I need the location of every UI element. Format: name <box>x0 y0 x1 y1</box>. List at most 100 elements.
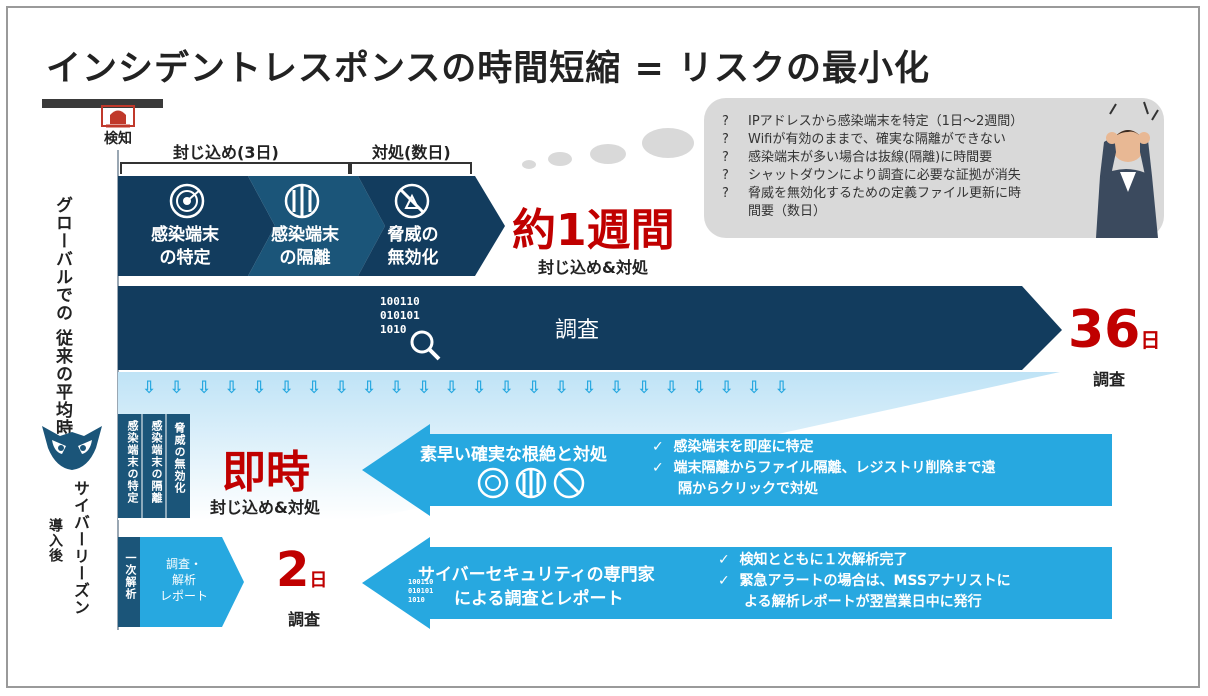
cr-step-neutralize: 脅威の無効化 <box>171 422 187 494</box>
down-arrow-icon: ⇩ <box>747 378 761 398</box>
binary-row-1: 100110 <box>408 578 433 587</box>
cr-step-identify: 感染端末の特定 <box>124 420 140 504</box>
expert-heading-2: による調査とレポート <box>454 584 624 609</box>
step-identify-label: 感染端末 の特定 <box>130 224 240 270</box>
check-icon: ✓ <box>718 552 730 568</box>
slide-title: インシデントレスポンスの時間短縮 = リスクの最小化 <box>46 40 930 91</box>
down-arrow-icon: ⇩ <box>445 378 459 398</box>
issue-2: ?Wifiが有効のままで、確実な隔離ができない <box>722 128 1006 147</box>
issue-4: ?シャットダウンにより調査に必要な証拠が消失 <box>722 164 1021 183</box>
question-mark: ? <box>722 114 748 129</box>
owl-logo <box>40 424 104 472</box>
initial-analysis-label: 一次解析 <box>122 552 138 600</box>
thought-puff-small <box>522 160 536 169</box>
alarm-icon <box>96 102 140 128</box>
down-arrow-icon: ⇩ <box>665 378 679 398</box>
two-days-caption: 調査 <box>288 606 320 630</box>
investigation-days-value: 36日 <box>1068 300 1160 360</box>
investigation-days-unit: 日 <box>1140 328 1160 352</box>
response-icons-group <box>476 466 586 500</box>
down-arrow-icon: ⇩ <box>170 378 184 398</box>
down-arrow-icon: ⇩ <box>472 378 486 398</box>
rapid-response-icons <box>476 466 586 504</box>
expert-heading-1: サイバーセキュリティの専門家 <box>418 560 655 585</box>
issue-5-continuation: 間要（数日） <box>748 200 826 219</box>
traditional-time-label: グローバルでの 従来の平均時間 <box>50 196 75 346</box>
worried-person-illustration <box>1086 96 1170 238</box>
two-days-unit: 日 <box>309 570 327 591</box>
down-arrow-icon: ⇩ <box>610 378 624 398</box>
step-neutralize-line1: 脅威の <box>358 224 468 247</box>
down-arrow-icon: ⇩ <box>280 378 294 398</box>
check-icon: ✓ <box>652 460 664 476</box>
issue-1: ?IPアドレスから感染端末を特定（1日～2週間） <box>722 110 1023 129</box>
step-isolate-line2: の隔離 <box>250 247 360 270</box>
issue-text: 感染端末が多い場合は抜線(隔離)に時間要 <box>748 150 992 165</box>
rapid-response-heading: 素早い確実な根絶と対処 <box>420 440 607 465</box>
cr-step-isolate: 感染端末の隔離 <box>148 420 164 504</box>
response-brace <box>350 162 472 174</box>
one-week-caption: 封じ込め&対処 <box>538 254 648 278</box>
timeline-axis <box>117 150 119 630</box>
question-mark: ? <box>722 132 748 147</box>
expert-binary: 100110 010101 1010 <box>408 578 433 605</box>
check-text: 検知とともに１次解析完了 <box>739 552 907 568</box>
step-isolate-label: 感染端末 の隔離 <box>250 224 360 270</box>
issue-3: ?感染端末が多い場合は抜線(隔離)に時間要 <box>722 146 992 165</box>
issue-5: ?脅威を無効化するための定義ファイル更新に時 <box>722 182 1021 201</box>
check-icon: ✓ <box>652 439 664 455</box>
down-arrow-icon: ⇩ <box>417 378 431 398</box>
step-isolate-line1: 感染端末 <box>250 224 360 247</box>
question-mark: ? <box>722 168 748 183</box>
down-arrow-icon: ⇩ <box>775 378 789 398</box>
two-days-value: 2日 <box>276 542 327 598</box>
check-text: 端末隔離からファイル隔離、レジストリ削除まで遠 <box>673 460 995 476</box>
binary-row-2: 010101 <box>380 309 420 323</box>
binary-row-1: 100110 <box>380 295 420 309</box>
isolate-icon <box>283 182 321 220</box>
rapid-check-1: ✓ 感染端末を即座に特定 <box>652 437 813 458</box>
step-neutralize-label: 脅威の 無効化 <box>358 224 468 270</box>
step-neutralize-line2: 無効化 <box>358 247 468 270</box>
binary-row-2: 010101 <box>408 587 433 596</box>
down-arrow-icon: ⇩ <box>142 378 156 398</box>
two-days-number: 2 <box>276 542 309 598</box>
after-introduction-label: 導入後 <box>45 518 65 563</box>
magnifier-icon <box>408 328 442 362</box>
down-arrow-icon: ⇩ <box>362 378 376 398</box>
step-identify-line1: 感染端末 <box>130 224 240 247</box>
down-arrow-icon: ⇩ <box>582 378 596 398</box>
report-line3: レポート <box>146 588 222 604</box>
check-text: 緊急アラートの場合は、MSSアナリストに <box>739 573 1010 589</box>
thought-puff-2 <box>590 144 626 164</box>
down-arrow-icon: ⇩ <box>390 378 404 398</box>
down-arrow-icon: ⇩ <box>692 378 706 398</box>
investigation-caption: 調査 <box>1093 366 1125 390</box>
thought-puff-1 <box>548 152 572 166</box>
expert-check-3: よる解析レポートが翌営業日中に発行 <box>744 592 982 613</box>
report-label: 調査・ 解析 レポート <box>146 556 222 604</box>
containment-brace <box>120 162 350 174</box>
issue-text: IPアドレスから感染端末を特定（1日～2週間） <box>748 114 1023 129</box>
neutralize-icon <box>393 182 431 220</box>
rapid-check-3: 隔からクリックで対処 <box>678 479 818 500</box>
issue-text: シャットダウンにより調査に必要な証拠が消失 <box>748 168 1021 183</box>
target-icon <box>168 182 206 220</box>
check-text: 感染端末を即座に特定 <box>673 439 813 455</box>
report-line2: 解析 <box>146 572 222 588</box>
step-identify-line2: の特定 <box>130 247 240 270</box>
down-arrow-icon: ⇩ <box>500 378 514 398</box>
down-arrow-icon: ⇩ <box>225 378 239 398</box>
investigation-label: 調査 <box>555 312 599 344</box>
down-arrow-icon: ⇩ <box>637 378 651 398</box>
instant-caption: 封じ込め&対処 <box>210 494 320 518</box>
down-arrow-icon: ⇩ <box>527 378 541 398</box>
question-mark: ? <box>722 186 748 201</box>
down-arrow-icon: ⇩ <box>555 378 569 398</box>
question-mark: ? <box>722 150 748 165</box>
expert-check-2: ✓ 緊急アラートの場合は、MSSアナリストに <box>718 571 1011 592</box>
down-arrow-icon: ⇩ <box>252 378 266 398</box>
down-arrow-icon: ⇩ <box>720 378 734 398</box>
cybereason-label: サイバーリーズン <box>68 480 92 616</box>
report-line1: 調査・ <box>146 556 222 572</box>
